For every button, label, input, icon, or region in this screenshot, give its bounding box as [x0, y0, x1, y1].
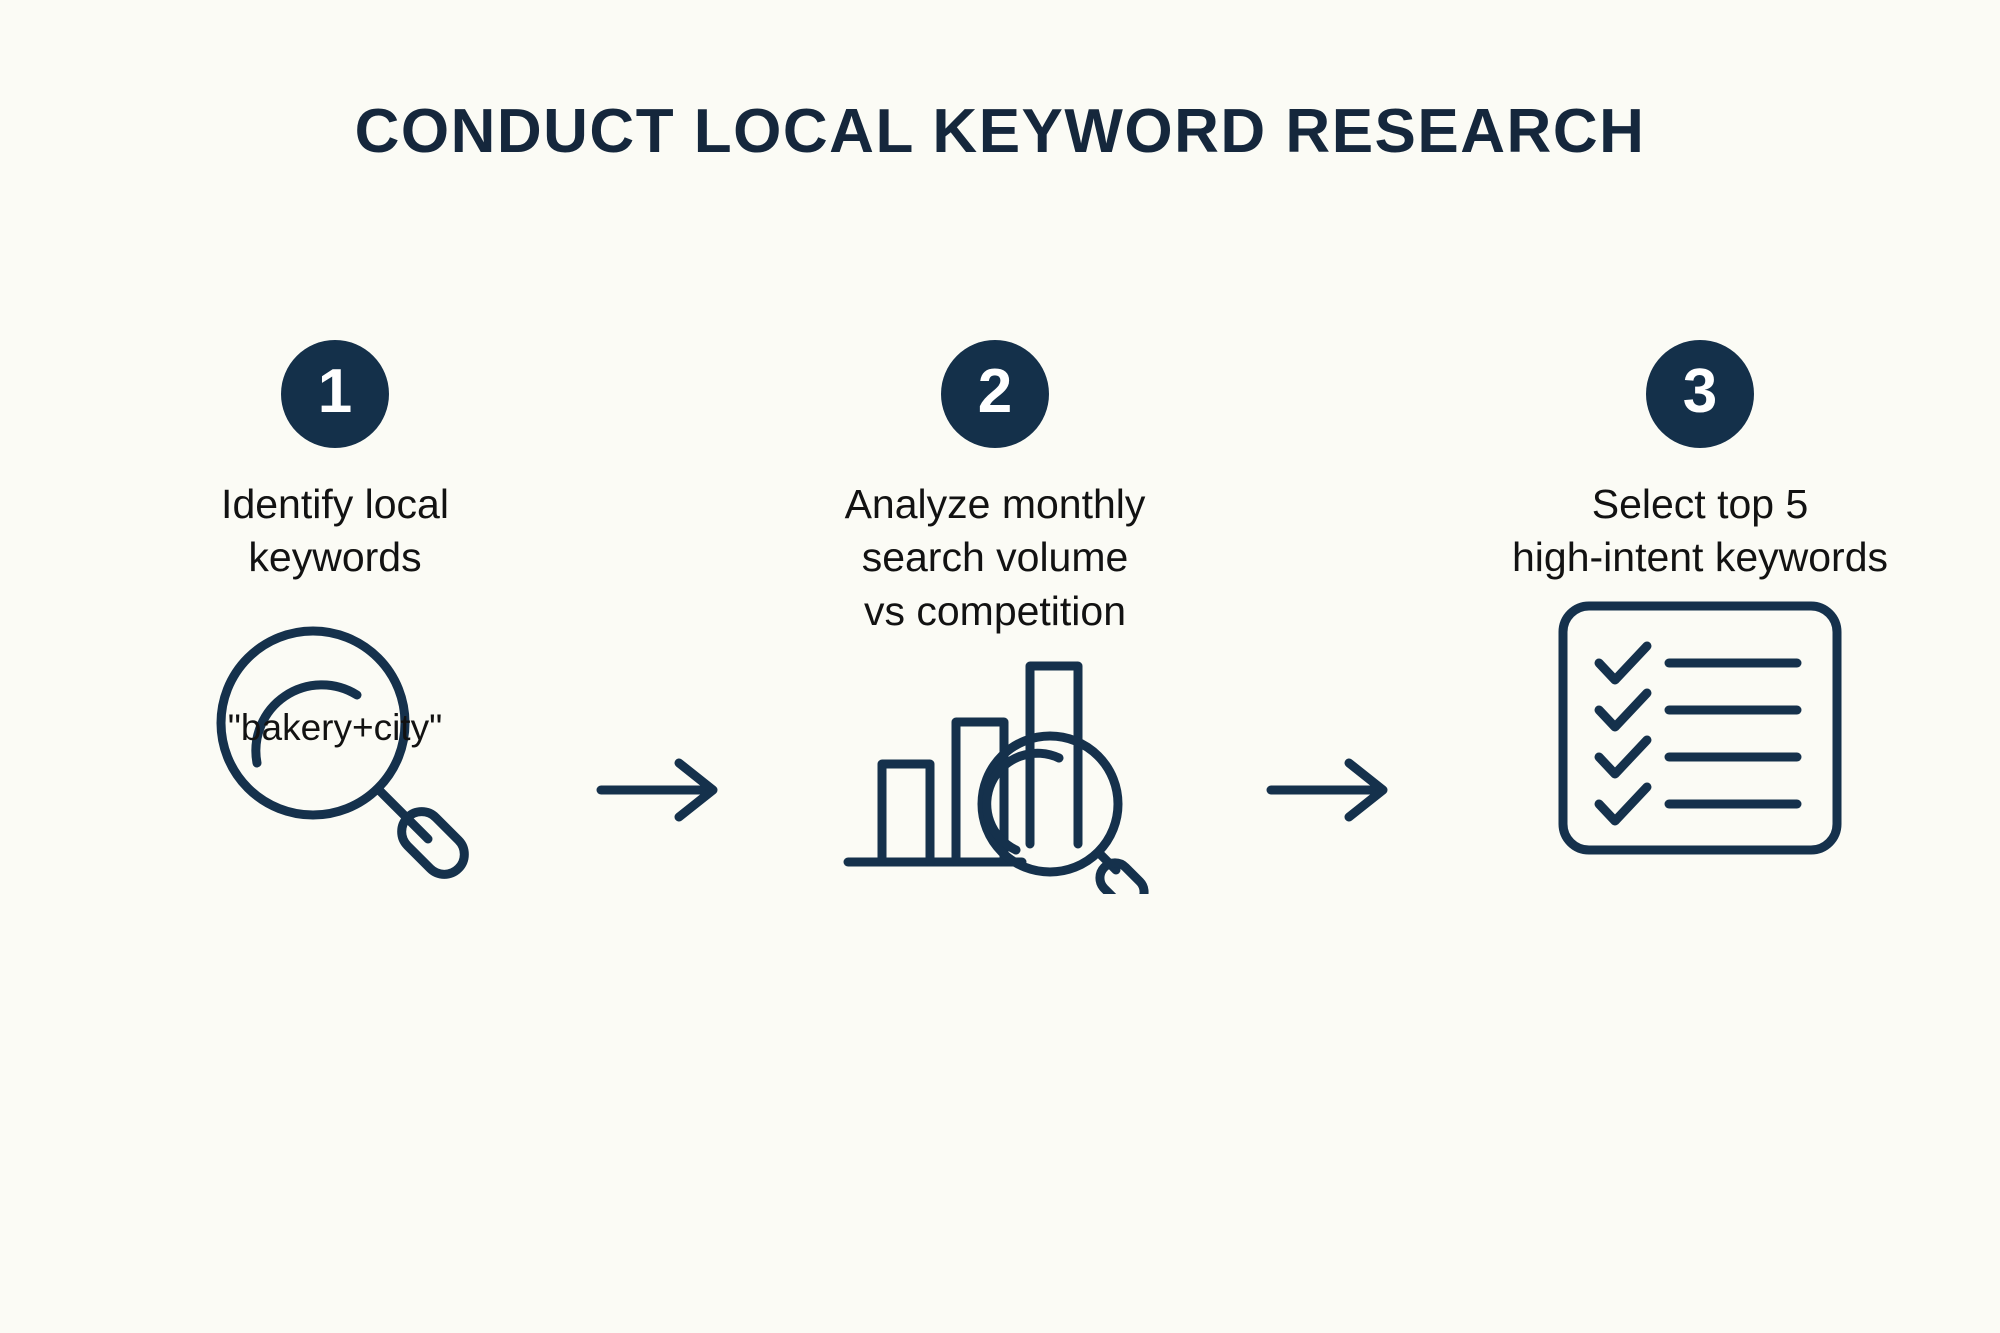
bar-chart-magnifier-icon	[843, 661, 1149, 894]
keyword-example-label: "bakery+city"	[227, 706, 443, 748]
arrow-right-icon	[596, 758, 718, 822]
magnifier-glyph	[216, 626, 469, 879]
step-number-badge-3: 3	[1646, 340, 1754, 448]
magnifier-icon: "bakery+city"	[185, 611, 485, 881]
step-number-badge-2: 2	[941, 340, 1049, 448]
steps-row: 1 Identify local keywords "ba	[0, 340, 2000, 1060]
step-caption-1: Identify local keywords	[115, 478, 555, 585]
step-2: 2 Analyze monthly search volume vs compe…	[775, 340, 1215, 904]
checklist-icon	[1558, 601, 1842, 855]
step-caption-3-line-2: high-intent keywords	[1511, 534, 1889, 581]
connector-arrow-2	[1265, 755, 1395, 825]
step-3: 3 Select top 5 high-intent keywords	[1480, 340, 1920, 863]
step-caption-1-line-2: keywords	[248, 534, 422, 581]
step-number-badge-1: 1	[281, 340, 389, 448]
step-caption-2-line-2: search volume	[861, 534, 1129, 581]
step-caption-3: Select top 5 high-intent keywords	[1480, 478, 1920, 585]
step-icon-slot-1: "bakery+city"	[115, 611, 555, 881]
step-caption-2: Analyze monthly search volume vs competi…	[775, 478, 1215, 638]
step-caption-3-line-1: Select top 5	[1591, 481, 1809, 527]
connector-arrow-1	[595, 755, 725, 825]
page-title: CONDUCT LOCAL KEYWORD RESEARCH	[354, 97, 1646, 166]
step-caption-2-line-1: Analyze monthly	[844, 481, 1146, 527]
step-1: 1 Identify local keywords "ba	[115, 340, 555, 881]
step-caption-2-line-3: vs competition	[863, 587, 1127, 634]
step-caption-1-line-1: Identify local	[221, 481, 449, 527]
step-icon-slot-3	[1480, 593, 1920, 863]
step-icon-slot-2	[775, 634, 1215, 904]
arrow-right-icon	[1266, 758, 1388, 822]
